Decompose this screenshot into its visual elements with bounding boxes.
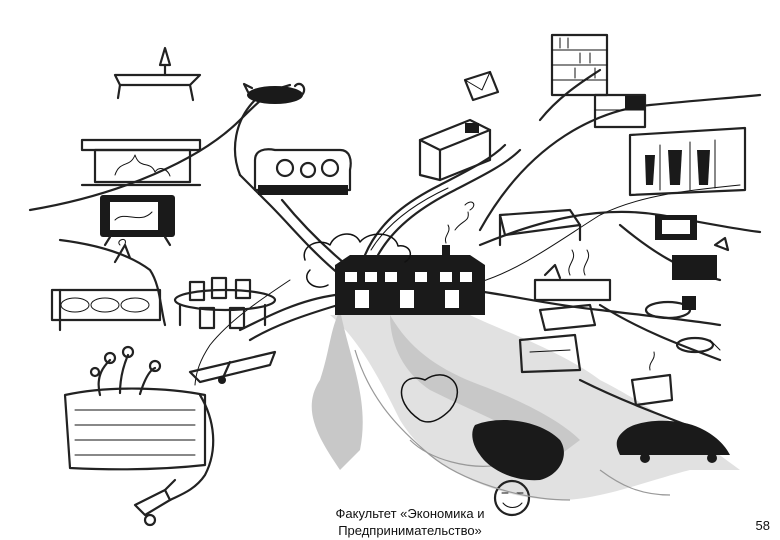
small-plant — [113, 238, 132, 264]
scribble-lines — [354, 201, 671, 501]
bowl — [644, 296, 696, 320]
footer-line-1: Факультет «Экономика и — [335, 506, 485, 521]
plate-food — [675, 336, 721, 354]
armchair — [655, 215, 697, 240]
boat — [188, 350, 277, 384]
fireplace — [80, 138, 202, 187]
table-with-lamp — [113, 46, 202, 102]
kitchen-cabinet — [518, 303, 597, 374]
sideboard — [50, 288, 162, 322]
smiling-face — [493, 479, 531, 517]
dark-bush — [472, 420, 564, 481]
envelope-box — [418, 118, 492, 182]
night-table-lamp — [672, 236, 730, 280]
mail-envelope — [463, 70, 500, 102]
wardrobe — [628, 126, 747, 197]
cooking-pan — [630, 351, 674, 407]
wheelbarrow — [133, 478, 177, 527]
dining-table — [173, 276, 277, 330]
heart-sketch — [400, 374, 501, 467]
bookshelf — [550, 33, 609, 97]
bed — [498, 208, 582, 247]
roads — [238, 143, 741, 342]
sofa-with-family — [253, 148, 352, 195]
car — [616, 420, 730, 463]
footer-line-2: Предпринимательство» — [338, 523, 482, 538]
tv-set — [100, 195, 175, 247]
house — [335, 224, 485, 315]
desk-drawers — [593, 93, 647, 129]
cloud-sketch — [303, 233, 412, 288]
stove-pot — [533, 249, 612, 302]
sleeping-cat — [242, 82, 306, 104]
flower-bed — [63, 345, 207, 471]
page-number: 58 — [755, 518, 770, 533]
footer-faculty-name: Факультет «Экономика и Предпринимательст… — [300, 505, 520, 539]
